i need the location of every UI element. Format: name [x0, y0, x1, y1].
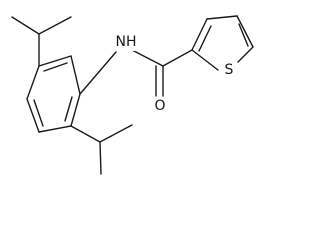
double-bond-inner: [238, 23, 249, 47]
bond: [236, 15, 254, 48]
bond: [191, 49, 219, 71]
isopropyl-bottom: [70, 124, 133, 175]
bond: [26, 65, 40, 100]
bond: [38, 125, 72, 133]
double-bond-inner: [33, 99, 44, 127]
amide-linkage: [79, 49, 193, 97]
bond: [26, 98, 40, 133]
bond: [162, 49, 193, 67]
benzene-ring: [26, 55, 81, 133]
double-bond-inner: [43, 62, 68, 72]
double-bond-inner: [198, 25, 212, 52]
bond: [206, 15, 238, 20]
atom-label-o: O: [153, 97, 167, 115]
bond: [191, 18, 208, 51]
double-bond-inner: [64, 96, 73, 122]
bond: [131, 49, 164, 67]
bond: [11, 16, 40, 35]
sulfur-label: S: [225, 62, 234, 78]
bond: [38, 16, 72, 35]
atom-label-s: S: [222, 61, 236, 79]
bond: [70, 125, 101, 143]
bond: [237, 46, 254, 63]
nh-label: NH: [116, 34, 137, 50]
thiophene-ring: [191, 15, 254, 71]
bond: [79, 51, 117, 95]
atom-label-nh: NH: [113, 33, 139, 51]
bond: [99, 141, 102, 175]
bond: [38, 55, 72, 67]
bond: [70, 55, 81, 95]
oxygen-label: O: [154, 98, 165, 114]
molecule-structure-diagram: NH O S: [11, 15, 254, 175]
bond: [70, 93, 81, 127]
bond: [99, 124, 133, 143]
isopropyl-top: [11, 16, 72, 67]
